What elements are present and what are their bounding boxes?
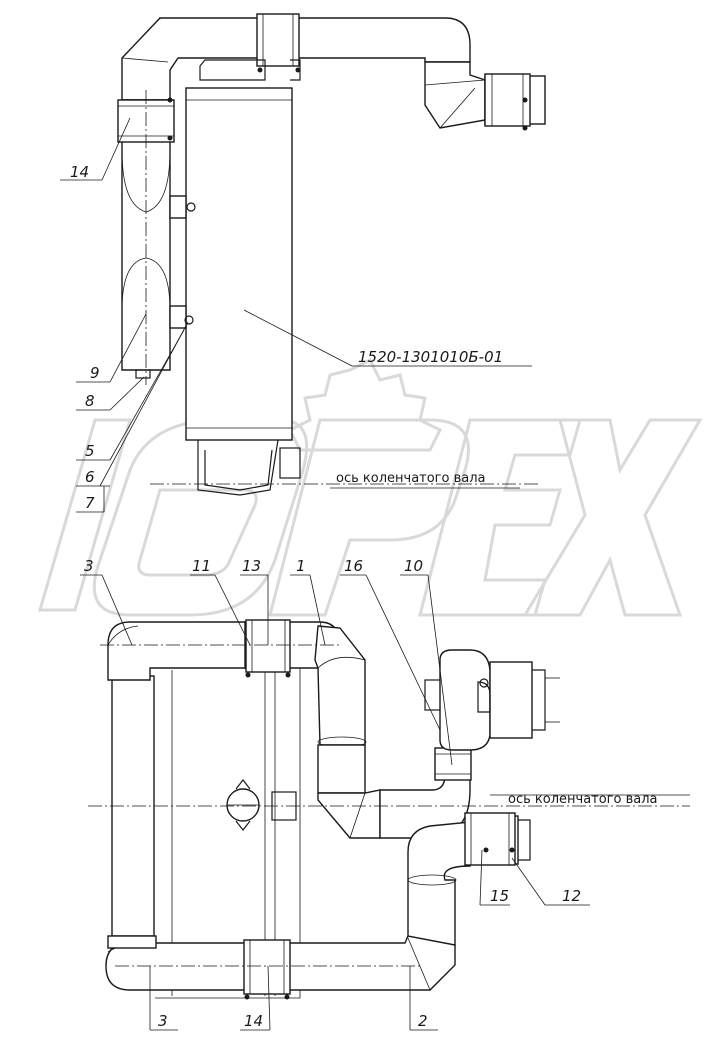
top-intake-pipe xyxy=(159,17,471,63)
clamp-14-bottom xyxy=(243,939,291,995)
part-number-label: 1520-1301010Б-01 xyxy=(358,348,503,366)
callout-3-top: 3 xyxy=(84,557,94,575)
callout-5: 5 xyxy=(85,442,95,460)
callout-14-bottom: 14 xyxy=(244,1012,263,1030)
callout-10: 10 xyxy=(404,557,423,575)
callout-6: 6 xyxy=(85,468,95,486)
clamp-12 xyxy=(464,812,516,866)
callout-9: 9 xyxy=(90,364,100,382)
callout-14-top: 14 xyxy=(70,163,89,181)
turbocharger xyxy=(424,649,560,751)
crankshaft-axis-label-bottom: ось коленчатого вала xyxy=(508,792,658,807)
indicator-cap xyxy=(226,779,297,831)
leader-lines xyxy=(60,117,690,1031)
clamp-10 xyxy=(434,747,472,781)
top-left-elbow-3 xyxy=(107,621,251,681)
lower-mount-bracket xyxy=(169,305,187,329)
labels: ось коленчатого вала ось коленчатого вал… xyxy=(70,163,658,1030)
callout-12: 12 xyxy=(562,887,581,905)
elbow-1 xyxy=(314,625,366,746)
callout-8: 8 xyxy=(85,392,95,410)
callout-13: 13 xyxy=(242,557,261,575)
callout-7: 7 xyxy=(85,494,95,512)
crankshaft-axis-label-top: ось коленчатого вала xyxy=(336,471,486,486)
watermark xyxy=(38,357,703,617)
callout-11: 11 xyxy=(192,557,211,575)
lower-bend xyxy=(317,789,381,839)
top-pipe-clamp xyxy=(256,13,300,67)
callout-3-bottom: 3 xyxy=(158,1012,168,1030)
callout-2: 2 xyxy=(418,1012,428,1030)
elbow-lower-right xyxy=(407,821,471,946)
callout-1: 1 xyxy=(296,557,306,575)
top-assembly xyxy=(117,13,546,496)
bottom-assembly xyxy=(88,619,690,1000)
top-right-elbow xyxy=(424,61,486,129)
clamp-13 xyxy=(245,619,291,673)
upper-mount-bracket xyxy=(169,195,187,219)
callout-15: 15 xyxy=(490,887,509,905)
callout-16: 16 xyxy=(344,557,363,575)
air-cleaner-body xyxy=(185,87,293,441)
